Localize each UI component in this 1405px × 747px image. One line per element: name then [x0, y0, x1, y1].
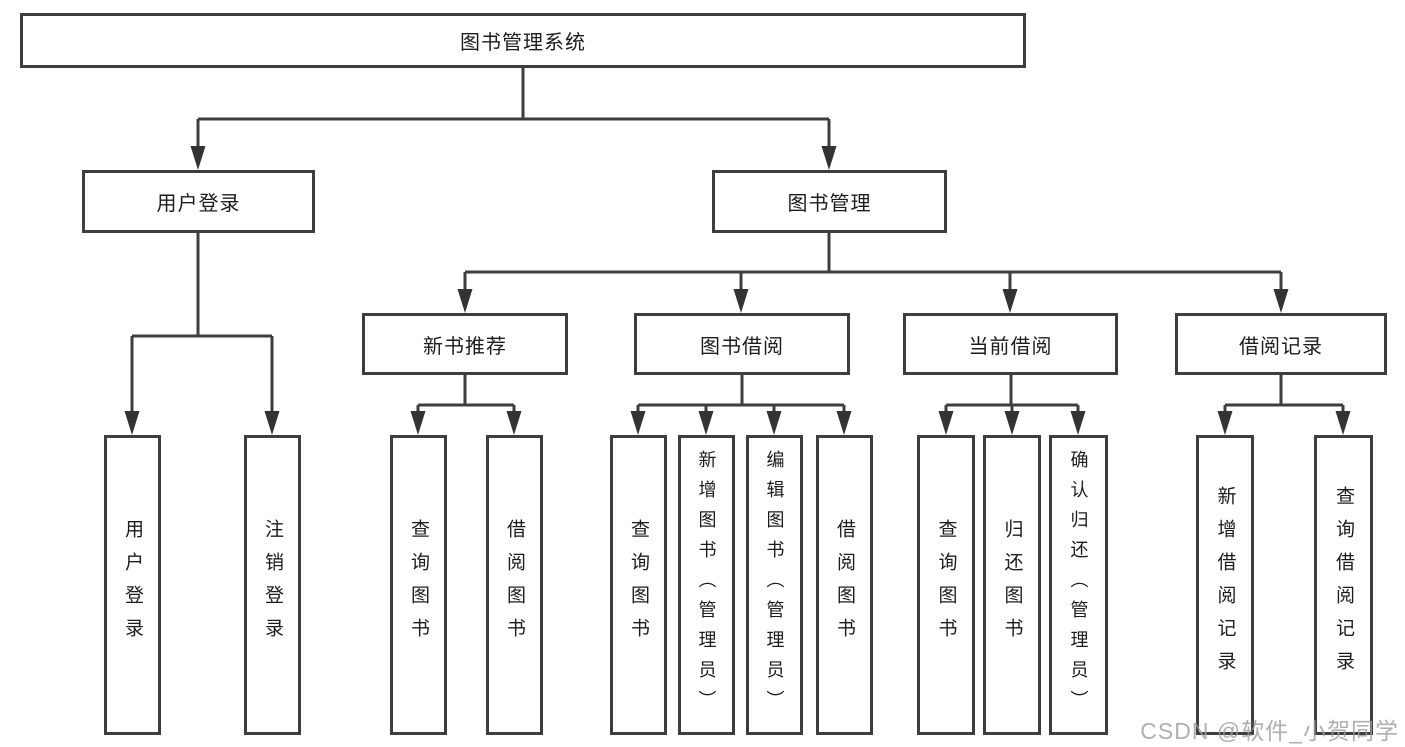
node-label: 图书管理	[787, 193, 872, 215]
leaf-label: 借阅图书	[834, 519, 855, 651]
leaf-label: 查询借阅记录	[1333, 486, 1354, 684]
leaf-borrow-books: 借阅图书	[816, 435, 873, 735]
leaf-add-borrow-record: 新增借阅记录	[1196, 435, 1254, 735]
node-book-management: 图书管理	[712, 170, 947, 233]
node-book-borrowing: 图书借阅	[634, 313, 850, 375]
leaf-user-login: 用户登录	[104, 435, 161, 735]
leaf-edit-books-admin: 编辑图书（管理员）	[746, 435, 803, 735]
arrowheads	[124, 146, 1351, 435]
leaf-query-books-borrowing: 查询图书	[610, 435, 667, 735]
node-user-login: 用户登录	[82, 170, 315, 233]
node-label: 用户登录	[156, 193, 241, 215]
leaf-label: 新增借阅记录	[1214, 486, 1236, 684]
node-label: 图书管理系统	[460, 32, 586, 54]
node-new-book-recommendation: 新书推荐	[362, 313, 568, 375]
leaf-label: 归还图书	[1001, 519, 1023, 651]
leaf-label: 新增图书（管理员）	[696, 450, 717, 720]
leaf-query-books-recommend: 查询图书	[390, 435, 447, 735]
leaf-label: 借阅图书	[504, 519, 525, 651]
leaf-query-books-current: 查询图书	[917, 435, 975, 735]
node-label: 图书借阅	[700, 335, 784, 358]
node-library-management-system: 图书管理系统	[20, 13, 1026, 68]
node-label: 当前借阅	[968, 335, 1053, 358]
node-borrowing-records: 借阅记录	[1175, 313, 1387, 375]
leaf-return-books: 归还图书	[983, 435, 1041, 735]
leaf-borrow-books-recommend: 借阅图书	[486, 435, 543, 735]
leaf-logout: 注销登录	[244, 435, 301, 735]
node-label: 新书推荐	[423, 335, 507, 358]
watermark: CSDN @软件_小贺同学	[1140, 718, 1399, 744]
leaf-label: 查询图书	[628, 519, 649, 651]
leaf-label: 用户登录	[122, 519, 143, 651]
leaf-label: 查询图书	[408, 519, 429, 651]
leaf-query-borrow-record: 查询借阅记录	[1314, 435, 1373, 735]
leaf-label: 注销登录	[262, 519, 283, 651]
leaf-add-books-admin: 新增图书（管理员）	[678, 435, 735, 735]
node-current-borrowing: 当前借阅	[903, 313, 1118, 375]
connector-paths	[130, 68, 1345, 417]
leaf-label: 查询图书	[935, 519, 957, 651]
leaf-label: 确认归还（管理员）	[1068, 450, 1089, 720]
leaf-confirm-return-admin: 确认归还（管理员）	[1049, 435, 1108, 735]
leaf-label: 编辑图书（管理员）	[764, 450, 785, 720]
node-label: 借阅记录	[1239, 335, 1323, 358]
